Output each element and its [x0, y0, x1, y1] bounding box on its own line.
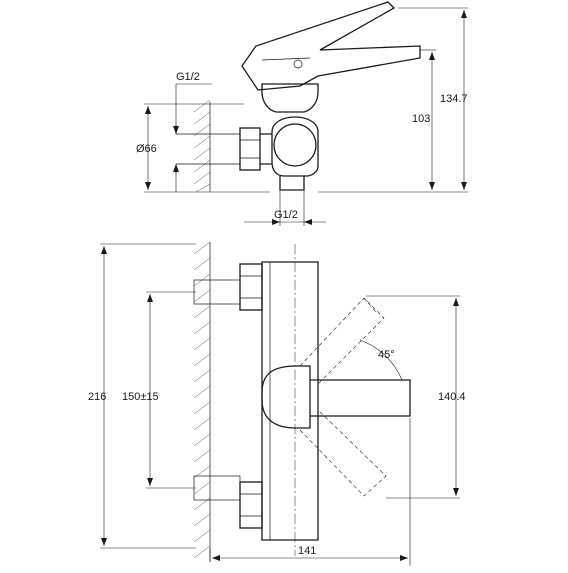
- front-body: [261, 261, 319, 541]
- side-view: 134.7 103 Ø66 G1/2 G1/2: [136, 1, 468, 226]
- dim-spacing: 150±15: [122, 391, 159, 403]
- lever-rotated-up: [299, 297, 385, 385]
- body-ball: [273, 123, 317, 167]
- dim-lever-height: 140.4: [438, 391, 466, 403]
- connection-nut: [239, 127, 261, 171]
- angle-arc: [359, 339, 403, 381]
- outlet-nipple: [279, 176, 305, 191]
- pipe-stub: [176, 133, 240, 165]
- front-knob: [261, 365, 311, 429]
- wall-hatch-front: [193, 241, 211, 562]
- dim-height-body: 103: [412, 113, 430, 125]
- cartridge-housing: [261, 83, 319, 113]
- mixer-body: [271, 116, 319, 177]
- dim-depth: 141: [298, 545, 316, 557]
- upper-nut: [239, 263, 263, 311]
- dim-height-side: 216: [88, 391, 106, 403]
- eccentric: [260, 133, 272, 165]
- upper-inlet: [193, 279, 241, 305]
- lower-nut: [239, 481, 263, 529]
- dim-diameter: Ø66: [136, 143, 157, 155]
- front-lever-neutral: [310, 379, 411, 417]
- dim-thread-top: G1/2: [176, 71, 200, 83]
- lower-inlet: [193, 475, 241, 501]
- front-view: 45° 216 150±15 140.4 141: [88, 241, 466, 566]
- wall-hatch-top: [193, 99, 211, 193]
- dim-thread-bottom: G1/2: [274, 209, 298, 221]
- dim-angle: 45°: [378, 349, 395, 361]
- lever-rotated-down: [299, 409, 387, 497]
- dim-height-total: 134.7: [440, 93, 468, 105]
- lever: [241, 1, 421, 91]
